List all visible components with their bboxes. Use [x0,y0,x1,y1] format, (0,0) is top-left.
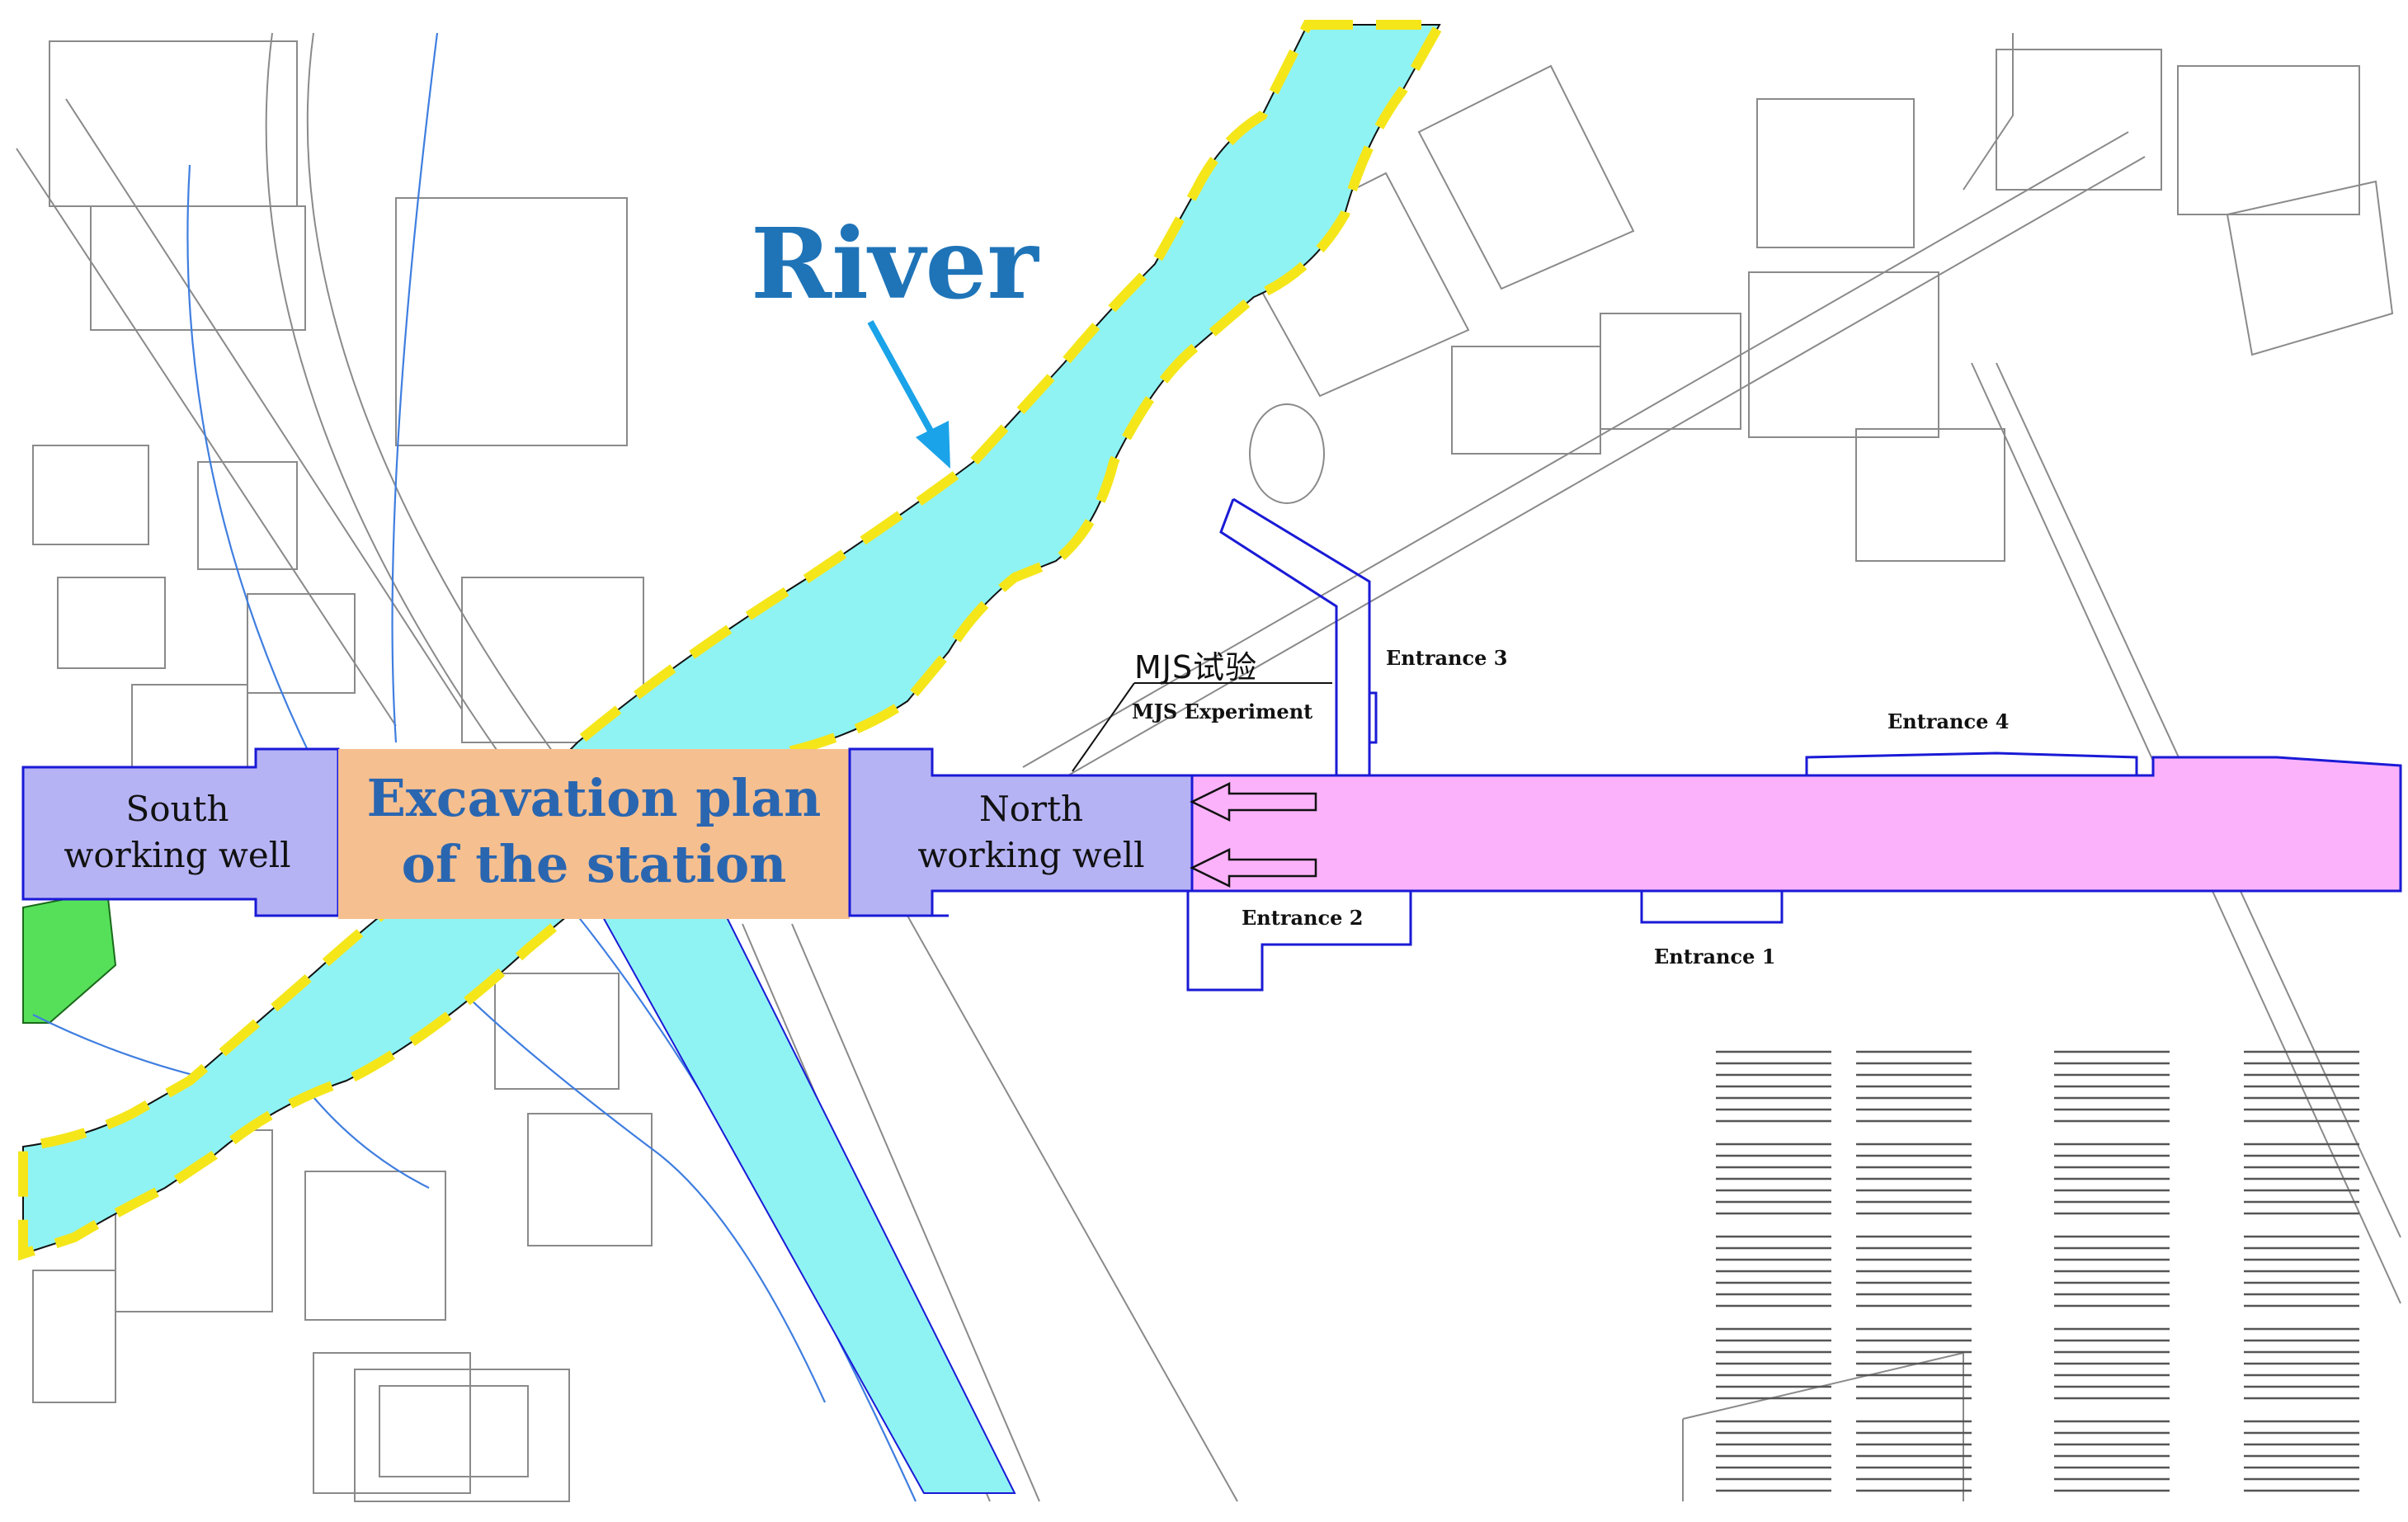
north-well-line2: working well [917,835,1145,875]
river-label: River [751,206,1039,321]
base-map-linework [16,32,2401,1502]
north-working-well-label: North working well [907,786,1155,879]
entrance-3-label: Entrance 3 [1386,646,1508,670]
mjs-experiment-label: MJS Experiment [1132,700,1313,723]
entrance-2-label: Entrance 2 [1242,906,1364,930]
north-well-line1: North [978,789,1084,829]
excavation-plan-label: Excavation plan of the station [338,766,850,898]
entrance-1-label: Entrance 1 [1654,945,1776,968]
south-well-line1: South [125,789,229,829]
mjs-chinese-label: MJS试验 [1134,649,1258,686]
north-working-well [848,747,1194,917]
entrance-outlines [932,497,2138,992]
south-well-line2: working well [64,835,291,875]
station-tunnel [1190,756,2402,893]
entrance-4-label: Entrance 4 [1887,709,2010,733]
direction-arrows [1190,781,1317,888]
excavation-line1: Excavation plan [366,768,822,828]
hatched-parking-blocks [1716,1050,2359,1492]
river-outline-dashed [18,20,1449,1261]
south-working-well-label: South working well [33,786,322,879]
excavation-line2: of the station [401,834,787,894]
mjs-callout-lines [1072,682,1332,772]
excavation-plan-block [338,749,850,919]
